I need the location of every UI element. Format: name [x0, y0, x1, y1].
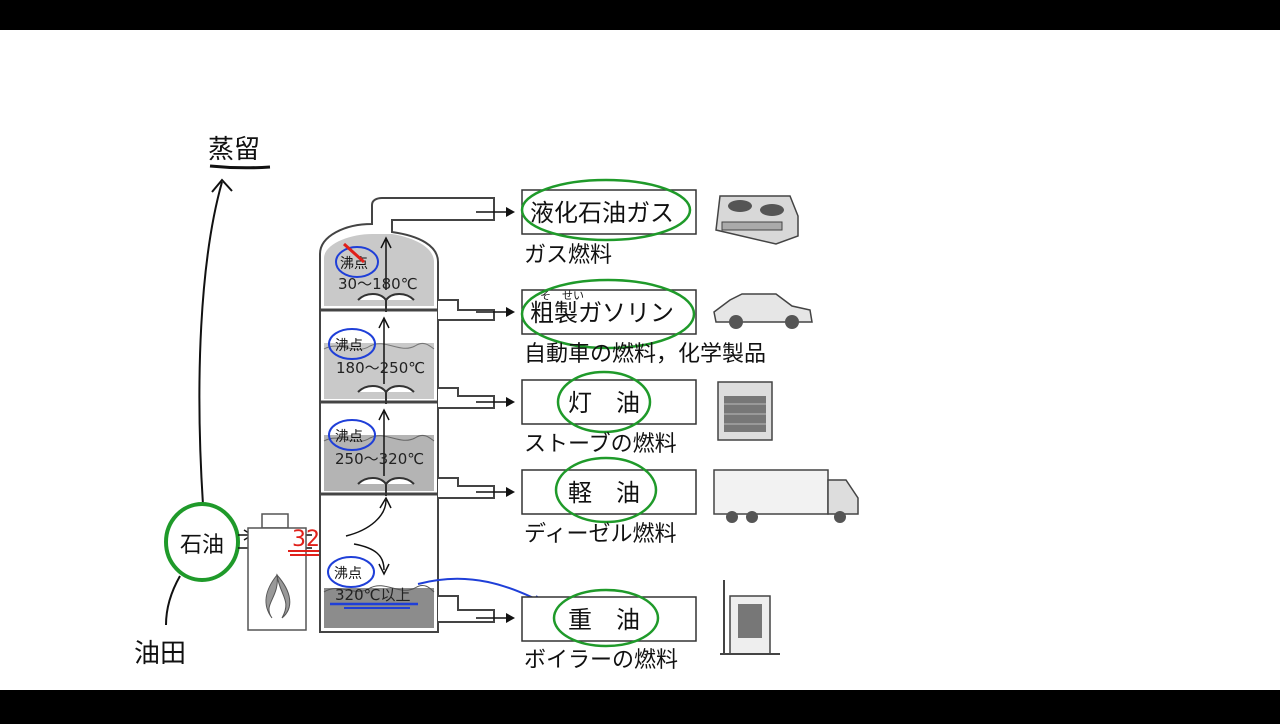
pencil-icon: [342, 242, 366, 264]
green-circle-2: [520, 278, 696, 350]
draw-pipe-4: [438, 477, 495, 499]
output-arrow-2: [476, 307, 515, 317]
product-ruby-2: そ せい: [540, 289, 584, 302]
green-circle-4: [554, 456, 658, 524]
furnace-chimney: [261, 513, 289, 529]
bubble-cap-2: [357, 385, 415, 404]
distillation-underline: [209, 164, 271, 170]
bubble-cap-3: [357, 477, 415, 496]
top-letterbox: [0, 0, 1280, 30]
zone-4-range: 320℃以上: [335, 586, 410, 604]
oil-field-label: 油田: [134, 639, 186, 669]
zone-1-range: 30～180℃: [338, 275, 418, 293]
bottom-letterbox: [0, 690, 1280, 720]
zone-2-wave: [323, 343, 435, 350]
crude-oil-label: 石油: [180, 533, 224, 558]
product-name-2: 粗製ガソリン: [530, 299, 674, 327]
output-arrow-4: [476, 487, 515, 497]
product-name-4: 軽 油: [568, 479, 640, 507]
product-use-3: ストーブの燃料: [524, 432, 677, 457]
oil-field-arrow: [165, 575, 181, 626]
bp-circle-3: [328, 419, 376, 451]
green-circle-5: [552, 588, 660, 648]
bp-label-2: 沸点: [335, 338, 363, 354]
vapor-arrow-4: [345, 499, 387, 537]
zone-2-range: 180～250℃: [336, 359, 425, 377]
zone-3-wave: [323, 435, 435, 442]
bp-circle-4: [327, 556, 375, 588]
bp-circle-1: [335, 246, 379, 278]
zone-4-wave: [323, 585, 435, 593]
bp-label-1: 沸点: [340, 256, 368, 272]
product-box-4: [521, 469, 697, 515]
product-kerosene: 灯 油 ストーブの燃料: [521, 370, 697, 457]
product-name-3: 灯 油: [568, 389, 640, 417]
distillation-label: 蒸留: [208, 135, 260, 165]
product-use-2: 自動車の燃料，化学製品: [524, 342, 766, 367]
product-box-5: [521, 596, 697, 642]
product-heavy-oil: 重 油 ボイラーの燃料: [521, 588, 697, 673]
draw-pipe-3: [438, 387, 495, 409]
flame-icon: [265, 573, 291, 619]
product-use-4: ディーゼル燃料: [524, 522, 676, 547]
product-box-2: [521, 289, 697, 335]
output-arrow-5: [476, 613, 515, 623]
draw-pipe-2: [438, 299, 495, 321]
product-box-3: [521, 379, 697, 425]
boiler-icon: [720, 580, 780, 655]
draw-pipe-5: [438, 595, 495, 623]
bp-label-3: 沸点: [335, 429, 363, 445]
product-use-5: ボイラーの燃料: [524, 648, 678, 673]
output-arrow-1: [476, 207, 515, 217]
gas-stove-icon: [715, 195, 799, 245]
residue-arrow: [353, 543, 385, 571]
product-name-1: 液化石油ガス: [530, 199, 674, 227]
product-diesel: 軽 油 ディーゼル燃料: [521, 456, 697, 547]
bp-label-4: 沸点: [334, 566, 362, 582]
green-circle-3: [556, 370, 652, 434]
product-gasoline: そ せい 粗製ガソリン 自動車の燃料，化学製品: [520, 278, 766, 367]
zone-3-range: 250～320℃: [335, 450, 424, 468]
distillation-arrow: [198, 181, 223, 506]
tower-shell: [319, 197, 495, 633]
bubble-cap-1: [357, 293, 415, 312]
bp-circle-2: [328, 328, 376, 360]
product-name-5: 重 油: [568, 606, 640, 634]
truck-icon: [713, 469, 859, 523]
car-icon: [713, 293, 813, 329]
distillation-arrowhead: [211, 178, 233, 193]
green-circle-1: [520, 178, 692, 242]
crude-oil-green-circle: [164, 502, 240, 582]
product-lpg: 液化石油ガス ガス燃料: [520, 178, 697, 268]
heater-icon: [717, 381, 773, 441]
output-arrow-3: [476, 397, 515, 407]
product-use-1: ガス燃料: [524, 243, 612, 268]
